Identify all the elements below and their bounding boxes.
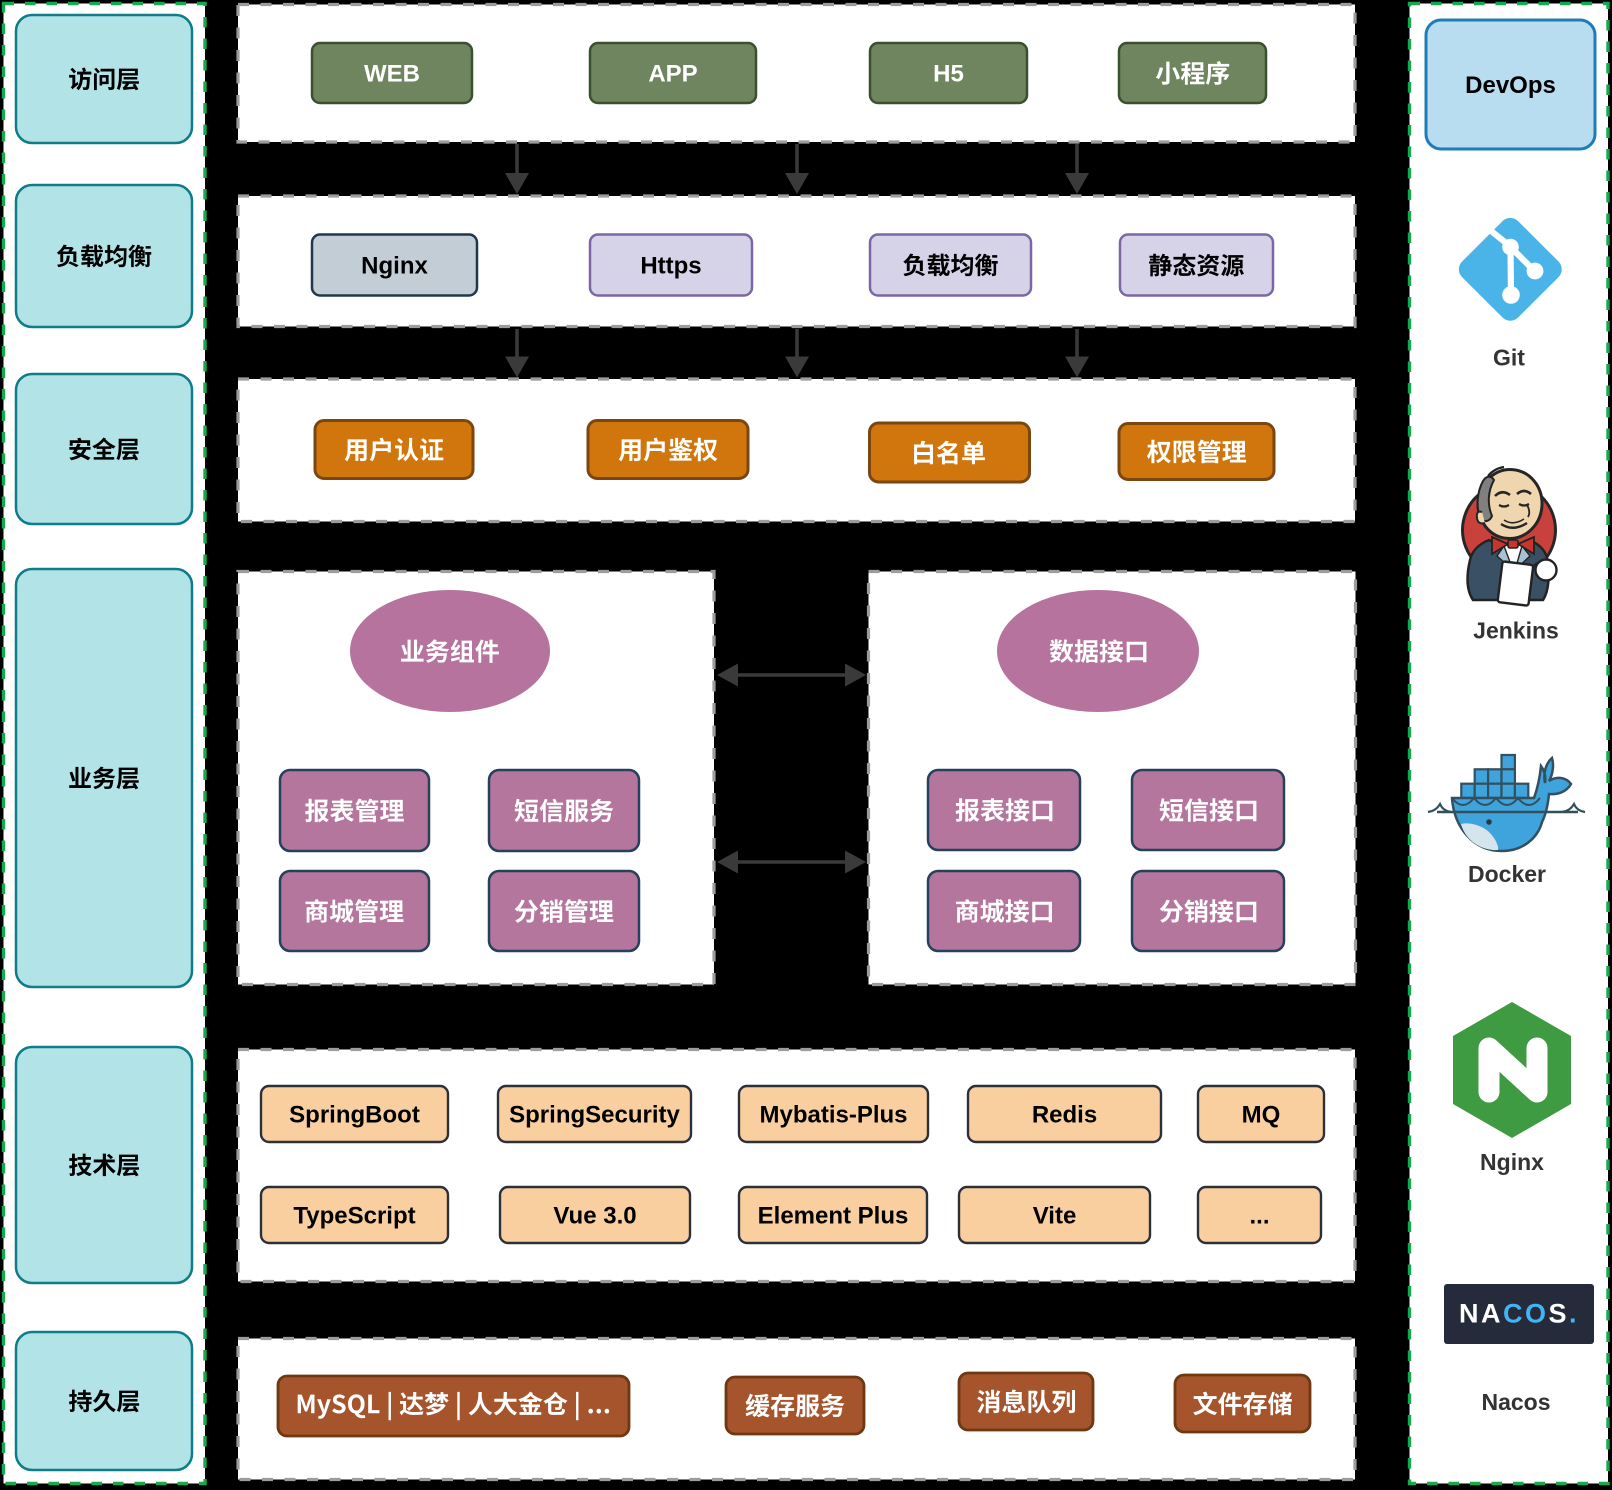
svg-text:APP: APP <box>648 60 697 87</box>
svg-text:Redis: Redis <box>1032 1101 1097 1128</box>
svg-text:Element Plus: Element Plus <box>758 1202 909 1229</box>
svg-text:Jenkins: Jenkins <box>1473 618 1559 644</box>
svg-text:Git: Git <box>1493 345 1525 371</box>
svg-text:Vite: Vite <box>1033 1202 1077 1229</box>
svg-text:WEB: WEB <box>364 60 420 87</box>
svg-text:Https: Https <box>640 252 701 279</box>
svg-text:Vue 3.0: Vue 3.0 <box>553 1202 636 1229</box>
svg-text:H5: H5 <box>933 60 964 87</box>
svg-text:Docker: Docker <box>1468 861 1546 887</box>
svg-text:MQ: MQ <box>1242 1101 1281 1128</box>
svg-text:TypeScript: TypeScript <box>293 1202 415 1229</box>
svg-text:DevOps: DevOps <box>1465 72 1556 99</box>
svg-text:...: ... <box>1249 1202 1269 1229</box>
svg-text:SpringBoot: SpringBoot <box>289 1101 420 1128</box>
svg-text:Nginx: Nginx <box>361 252 428 279</box>
svg-text:NACOS.: NACOS. <box>1459 1299 1579 1329</box>
svg-text:SpringSecurity: SpringSecurity <box>509 1101 680 1128</box>
svg-text:Mybatis-Plus: Mybatis-Plus <box>759 1101 907 1128</box>
svg-text:Nginx: Nginx <box>1480 1149 1544 1175</box>
svg-text:Nacos: Nacos <box>1481 1389 1550 1415</box>
